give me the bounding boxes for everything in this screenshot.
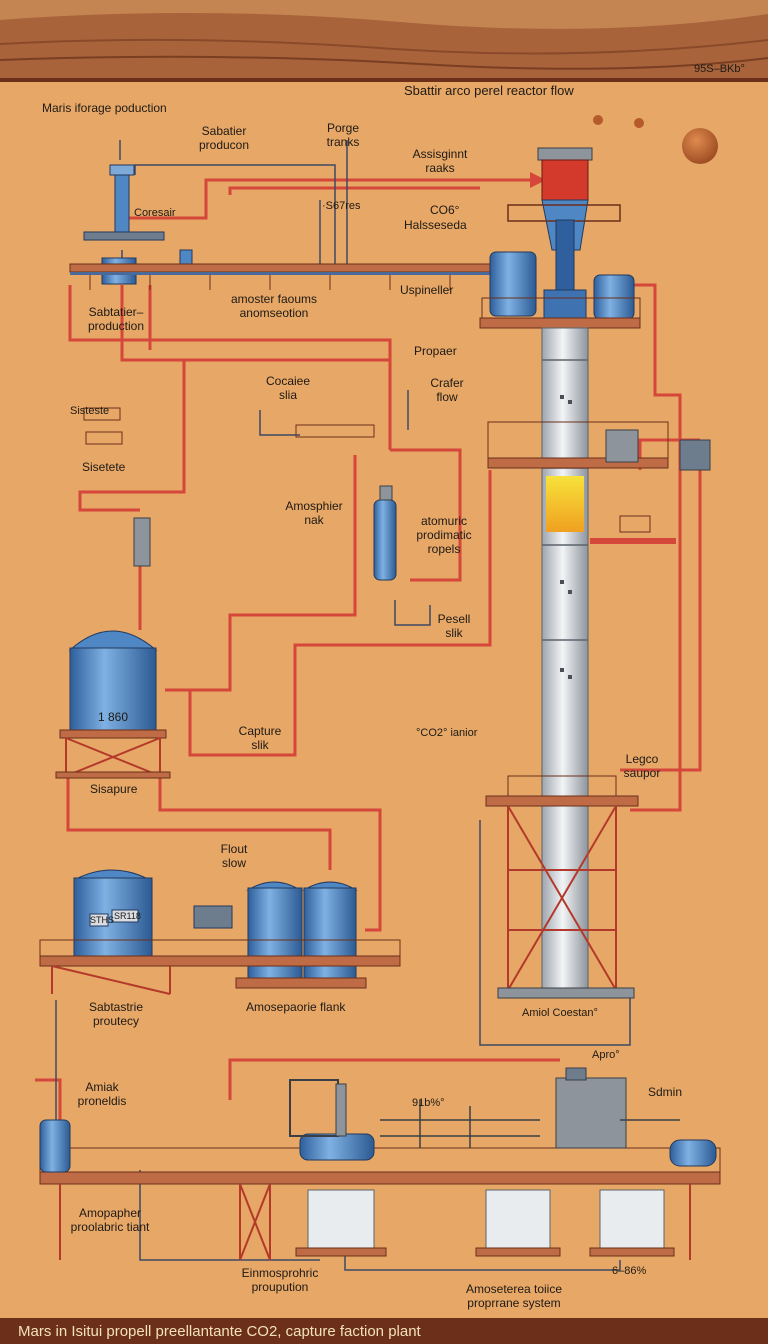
label-sisteste: Sisteste [70,405,110,417]
reactor-tower [479,147,711,999]
mars-planet-icon [682,128,718,164]
tank-badge-2: SR118 [114,911,141,921]
storage-tank [55,630,171,779]
footer-title: Mars in Isitui propell preellantante CO2… [18,1323,421,1340]
label-sisapure: Sisapure [90,782,138,796]
label-coresair: Coresair [134,207,176,219]
skid-sisteste [83,407,121,421]
diagram-title: Sbattir arco perel reactor flow [404,83,574,98]
tank-badge-1: STHS [90,915,115,925]
footer-band: Mars in Isitui propell preellantante CO2… [0,1318,768,1344]
label-amosepaorie: Amosepaorie flank [246,1000,346,1014]
label-amiol-coestan: Amiol Coestan° [522,1007,598,1019]
label-co6: CO6° [430,203,460,217]
tank-farm [39,869,401,995]
label-sabatier-prod: Sabtatier–production [87,305,145,333]
red-pipes [35,178,702,1120]
header-code: 95S–BKb° [694,63,745,75]
flow-arrow-icon [530,172,546,188]
label-pct-6: 6–86% [612,1265,647,1277]
small-moon-icon [593,115,603,125]
label-co2-ianior: °CO2° ianior [416,727,478,739]
label-halsseseda: Halsseseda [404,218,467,232]
label-apro: Apro° [592,1049,620,1061]
label-pct-91: 91b%° [412,1097,445,1109]
small-vessel [133,517,151,567]
label-upspineller: Uspineller [400,283,454,297]
small-moon-icon [634,118,644,128]
skid-sisteste-2 [85,431,123,445]
atmospheric-vessel [373,499,397,581]
label-propaer: Propaer [414,344,457,358]
tank-number: 1 860 [98,710,129,724]
label-mars-storage: Maris iforage poduction [42,101,167,115]
skid-coaice [295,424,375,438]
ground-band [0,0,768,82]
signal-lines [55,140,631,1271]
processing-deck [39,1067,721,1261]
label-s67res: ·S67res [322,200,361,212]
label-sdmin: Sdmin [648,1085,683,1099]
label-sisetete: Sisetete [82,460,126,474]
